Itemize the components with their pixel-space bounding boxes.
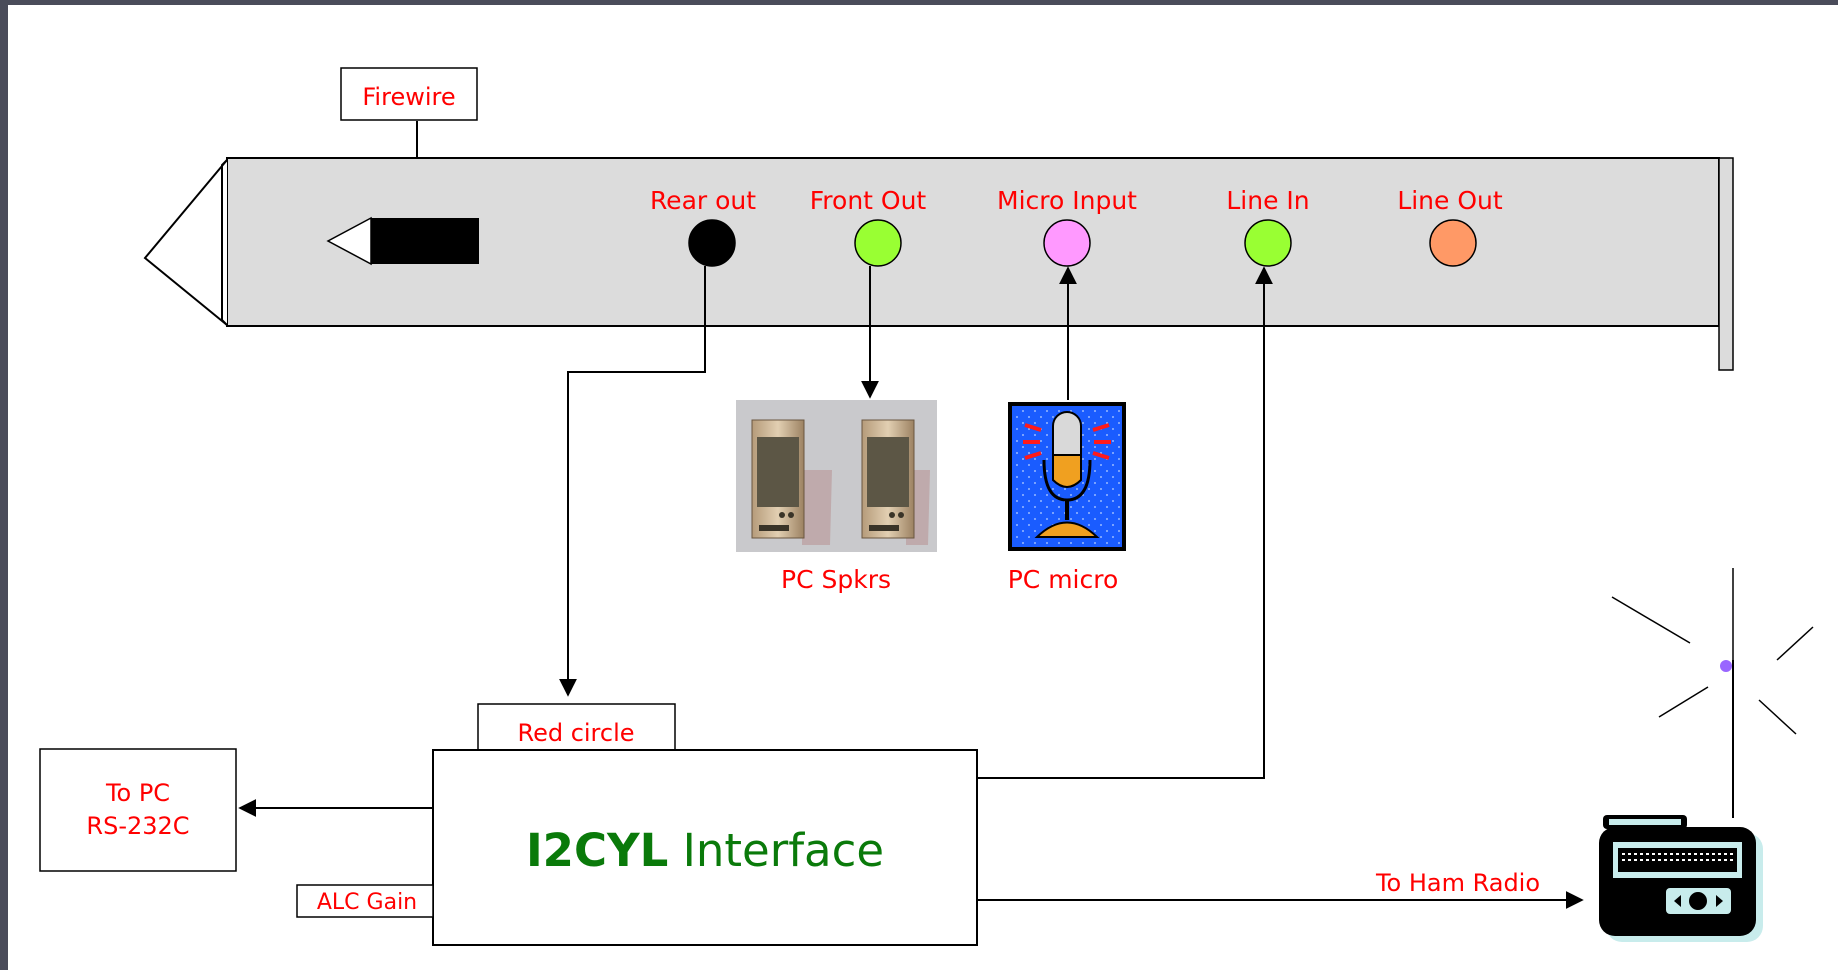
- line-in-connector: [978, 266, 1273, 779]
- pc-micro-label: PC micro: [1008, 565, 1119, 594]
- alc-gain-label: ALC Gain: [317, 890, 417, 915]
- red-circle-label: Red circle: [517, 719, 634, 747]
- rear-out-label: Rear out: [650, 186, 756, 215]
- to-pc-label-line1: To PC: [105, 779, 170, 807]
- to-ham-radio-label: To Ham Radio: [1375, 869, 1540, 897]
- pc-spkrs-label: PC Spkrs: [781, 565, 891, 594]
- rear-out-jack: [688, 219, 736, 267]
- radio-icon: [1599, 815, 1763, 942]
- to-pc-box: To PC RS-232C: [39, 748, 237, 872]
- interface-title-bold: I2CYL: [526, 824, 668, 877]
- i2cyl-interface-box: I2CYL Interface: [432, 749, 978, 946]
- line-in-label: Line In: [1226, 186, 1309, 215]
- firewire-label: Firewire: [362, 83, 455, 111]
- line-out-label: Line Out: [1397, 186, 1503, 215]
- antenna-icon: [1611, 568, 1814, 818]
- line-out-jack: [1429, 219, 1477, 267]
- to-pc-label-line2: RS-232C: [86, 812, 189, 840]
- micro-input-jack: [1043, 219, 1091, 267]
- rear-out-connector: [559, 266, 706, 697]
- firewire-plug-icon: [326, 216, 479, 266]
- micro-input-label: Micro Input: [997, 186, 1137, 215]
- interface-title: I2CYL Interface: [526, 824, 884, 877]
- microphone-icon: [1008, 402, 1126, 551]
- firewire-label-box: Firewire: [340, 67, 478, 121]
- red-circle-box: Red circle: [477, 703, 676, 751]
- speakers-icon: [736, 400, 937, 552]
- line-in-jack: [1244, 219, 1292, 267]
- alc-gain-box: ALC Gain: [296, 884, 434, 918]
- front-out-label: Front Out: [810, 186, 927, 215]
- front-out-jack: [854, 219, 902, 267]
- interface-title-rest: Interface: [668, 824, 884, 877]
